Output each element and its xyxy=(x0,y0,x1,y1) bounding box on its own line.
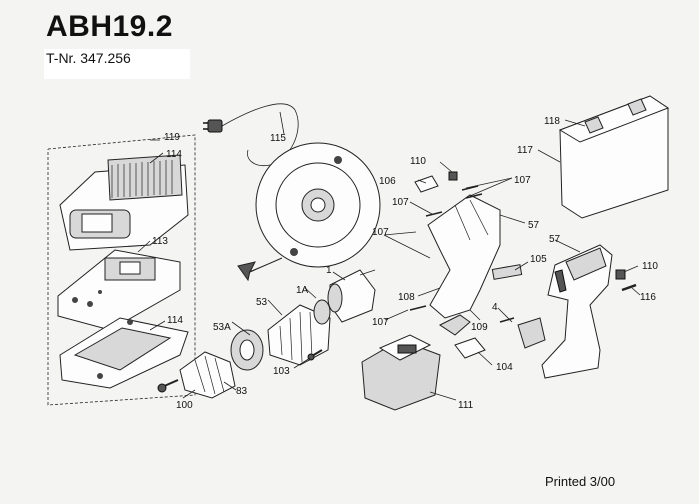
callout-107-b: 107 xyxy=(372,227,389,238)
printed-date: Printed 3/00 xyxy=(545,474,616,489)
model-title: ABH19.2 xyxy=(46,10,173,43)
gearbox xyxy=(267,299,331,366)
part-110-top xyxy=(448,171,458,181)
motor xyxy=(327,269,376,323)
direction-arrow xyxy=(237,257,283,282)
housing-half-left xyxy=(427,194,501,336)
charger-unit xyxy=(59,154,189,251)
power-cord xyxy=(203,103,299,167)
callout-110-right: 110 xyxy=(642,261,658,272)
callout-107-c: 107 xyxy=(392,197,409,208)
part-116 xyxy=(621,283,637,292)
callout-53A: 53A xyxy=(213,322,231,333)
callout-106: 106 xyxy=(379,176,396,187)
callout-labels: 100 83 53A 53 1A 1 103 111 104 109 4 108… xyxy=(152,116,658,411)
charger-base xyxy=(59,317,189,389)
carrying-case xyxy=(558,95,670,219)
callout-1A: 1A xyxy=(296,285,309,296)
callout-105: 105 xyxy=(530,254,547,265)
reverse-slider xyxy=(491,264,523,280)
chuck xyxy=(179,329,264,399)
part-number: T-Nr. 347.256 xyxy=(44,49,190,79)
housing-screws xyxy=(409,185,515,323)
callout-1: 1 xyxy=(326,265,332,276)
callout-107-d: 107 xyxy=(514,175,531,186)
callout-4: 4 xyxy=(492,302,498,313)
callout-104: 104 xyxy=(496,362,513,373)
callout-53: 53 xyxy=(256,297,268,308)
callout-109: 109 xyxy=(471,322,488,333)
callout-111: 111 xyxy=(458,400,474,411)
callout-57-left: 57 xyxy=(528,220,540,231)
callout-119: 119 xyxy=(164,132,180,143)
callout-117: 117 xyxy=(517,145,533,156)
part-106 xyxy=(414,175,439,193)
callout-100: 100 xyxy=(176,400,193,411)
leader-lines xyxy=(137,111,641,401)
assembled-drill xyxy=(541,244,613,379)
callout-107-a: 107 xyxy=(372,317,389,328)
motor-end-disc xyxy=(255,142,381,268)
battery-pack xyxy=(361,334,441,411)
callout-103: 103 xyxy=(273,366,290,377)
callout-118: 118 xyxy=(544,116,560,127)
switch-module xyxy=(454,317,546,359)
chuck-screw xyxy=(157,379,179,393)
callout-57-right: 57 xyxy=(549,234,561,245)
callout-108: 108 xyxy=(398,292,415,303)
circuit-board xyxy=(57,249,181,331)
charger-kit-frame xyxy=(47,134,196,406)
callout-83: 83 xyxy=(236,386,248,397)
callout-116: 116 xyxy=(640,292,656,303)
callout-114-top: 114 xyxy=(166,149,182,160)
part-110-right xyxy=(615,269,626,280)
callout-113: 113 xyxy=(152,236,168,247)
callout-115: 115 xyxy=(270,133,286,144)
callout-114-bottom: 114 xyxy=(167,315,183,326)
callout-110-top: 110 xyxy=(410,156,426,167)
